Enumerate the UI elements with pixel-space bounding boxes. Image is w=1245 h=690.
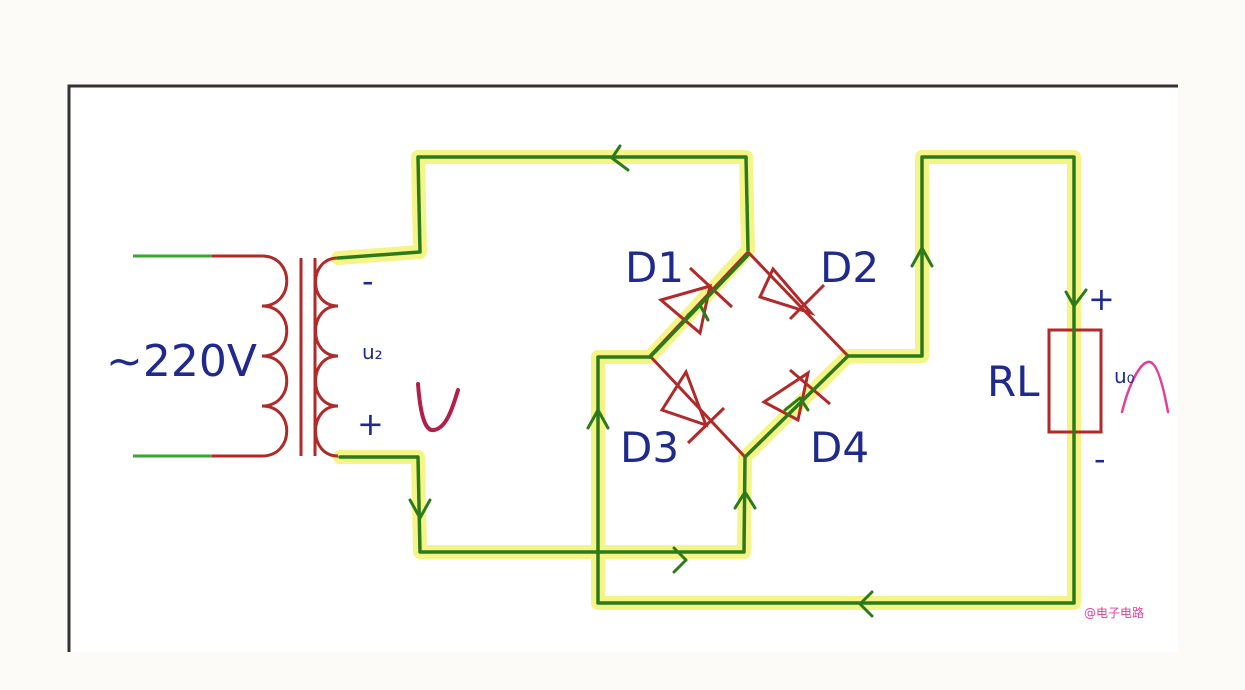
path-left-return xyxy=(596,155,1076,605)
secondary-voltage-label: u₂ xyxy=(362,340,383,364)
path-secondary-bottom xyxy=(338,455,747,554)
direction-arrows xyxy=(408,144,1088,618)
path-secondary-top xyxy=(336,155,750,260)
diode-d1-label: D1 xyxy=(625,243,684,292)
load-label: RL xyxy=(987,357,1040,406)
diode-d3 xyxy=(659,368,726,445)
arrow-secondary-down-icon xyxy=(408,498,432,520)
diode-d4-label: D4 xyxy=(810,423,869,472)
output-voltage-label: u₀ xyxy=(1114,364,1135,388)
frame-line xyxy=(67,84,1178,652)
output-half-wave-sketch xyxy=(1120,360,1170,414)
diode-d3-label: D3 xyxy=(620,423,679,472)
arrow-bottom-return-icon xyxy=(858,590,874,618)
primary-winding xyxy=(212,254,289,458)
diode-d2 xyxy=(757,266,826,321)
arrow-d1-icon xyxy=(686,303,710,322)
arrow-d4-bottom-up-icon xyxy=(733,490,757,510)
input-half-wave-sketch xyxy=(416,382,460,432)
arrow-rl-down-icon xyxy=(1064,288,1088,308)
diode-d1 xyxy=(657,266,734,336)
current-path xyxy=(336,155,1076,605)
load-plus-label: + xyxy=(1088,280,1115,318)
secondary-winding xyxy=(314,256,339,458)
diode-d4 xyxy=(761,368,831,423)
arrow-right-up-icon xyxy=(910,246,934,268)
watermark: @电子电路 xyxy=(1084,605,1144,620)
transformer xyxy=(212,254,339,458)
diode-d2-label: D2 xyxy=(820,243,879,292)
arrow-top-left-icon xyxy=(610,144,630,172)
arrow-left-up-icon xyxy=(586,408,610,430)
source-label: ~220V xyxy=(106,336,257,387)
arrow-d4-icon xyxy=(783,396,810,412)
bridge-edge-top-right xyxy=(746,250,850,358)
path-d4 xyxy=(743,354,850,459)
secondary-plus-label: + xyxy=(357,405,384,443)
secondary-minus-label: - xyxy=(362,262,374,300)
arrow-bottom-right-icon xyxy=(672,546,688,574)
input-wires xyxy=(133,254,212,458)
load-minus-label: - xyxy=(1094,440,1106,478)
